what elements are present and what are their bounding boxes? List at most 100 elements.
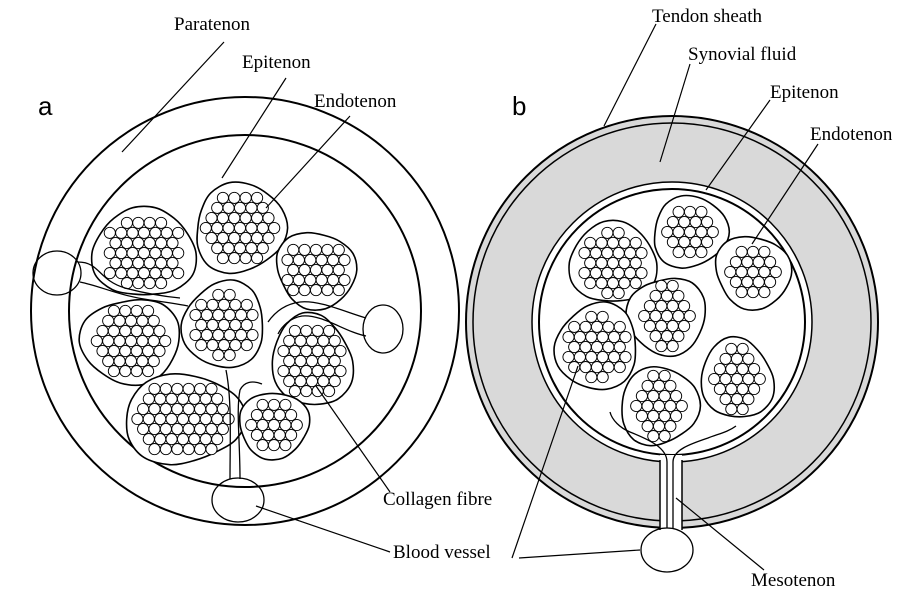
collagen-fibre <box>696 226 707 237</box>
leader-paratenon <box>122 42 224 152</box>
collagen-fibre <box>91 335 102 346</box>
collagen-fibre <box>602 227 613 238</box>
collagen-fibre <box>154 345 165 356</box>
collagen-fibre <box>324 365 335 376</box>
collagen-fibre <box>167 237 178 248</box>
collagen-fibre <box>324 386 335 397</box>
collagen-fibre <box>131 325 142 336</box>
collagen-fibre <box>172 423 183 434</box>
collagen-fibre <box>289 386 300 397</box>
collagen-fibre <box>726 363 737 374</box>
collagen-fibre <box>217 403 228 414</box>
collagen-fibre <box>137 335 148 346</box>
panel-a-letter: a <box>38 91 53 121</box>
collagen-fibre <box>252 192 263 203</box>
collagen-fibre <box>742 256 753 267</box>
collagen-fibre <box>656 280 667 291</box>
collagen-fibre <box>590 247 601 258</box>
collagen-fibre <box>295 355 306 366</box>
collagen-fibre <box>230 319 241 330</box>
collagen-fibre <box>648 431 659 442</box>
collagen-fibre <box>609 351 620 362</box>
collagen-fibre <box>613 227 624 238</box>
collagen-fibre <box>759 287 770 298</box>
collagen-fibre <box>218 299 229 310</box>
collagen-fibre <box>743 394 754 405</box>
panel-a: a Paratenon Epitenon Endotenon Collagen … <box>31 14 492 563</box>
collagen-fibre <box>104 227 115 238</box>
collagen-fibre <box>280 440 291 451</box>
collagen-fibre <box>189 434 200 445</box>
collagen-fibre <box>103 315 114 326</box>
collagen-fibre <box>161 268 172 279</box>
collagen-fibre <box>671 390 682 401</box>
collagen-fibre <box>639 310 650 321</box>
collagen-fibre <box>183 383 194 394</box>
collagen-fibre <box>569 341 580 352</box>
collagen-fibre <box>619 278 630 289</box>
collagen-fibre <box>620 331 631 342</box>
collagen-fibre <box>212 413 223 424</box>
collagen-fibre <box>648 390 659 401</box>
collagen-fibre <box>310 285 321 296</box>
collagen-fibre <box>333 264 344 275</box>
collagen-fibre <box>642 380 653 391</box>
collagen-fibre <box>278 365 289 376</box>
collagen-fibre <box>636 390 647 401</box>
collagen-fibre <box>213 329 224 340</box>
collagen-fibre <box>286 429 297 440</box>
collagen-fibre <box>131 305 142 316</box>
collagen-fibre <box>301 345 312 356</box>
collagen-fibre <box>765 256 776 267</box>
label-paratenon: Paratenon <box>174 14 250 35</box>
collagen-fibre <box>131 366 142 377</box>
collagen-fibre <box>648 370 659 381</box>
collagen-fibre <box>586 372 597 383</box>
collagen-fibre <box>263 232 274 243</box>
collagen-fibre <box>653 400 664 411</box>
collagen-fibre <box>318 335 329 346</box>
collagen-fibre <box>177 413 188 424</box>
collagen-fibre <box>183 403 194 414</box>
collagen-fibre <box>278 345 289 356</box>
collagen-fibre <box>301 365 312 376</box>
collagen-fibre <box>673 226 684 237</box>
collagen-fibre <box>753 256 764 267</box>
collagen-fibre <box>312 345 323 356</box>
panel-a-fascicle <box>197 182 288 273</box>
collagen-fibre <box>144 278 155 289</box>
collagen-fibre <box>156 217 167 228</box>
label-epitenon-b: Epitenon <box>770 82 839 103</box>
collagen-fibre <box>720 353 731 364</box>
collagen-fibre <box>684 226 695 237</box>
collagen-fibre <box>747 287 758 298</box>
collagen-fibre <box>673 310 684 321</box>
collagen-fibre <box>212 393 223 404</box>
collagen-fibre <box>133 237 144 248</box>
collagen-fibre <box>149 383 160 394</box>
collagen-fibre <box>149 444 160 455</box>
collagen-fibre <box>166 393 177 404</box>
collagen-fibre <box>286 409 297 420</box>
collagen-fibre <box>223 243 234 254</box>
collagen-fibre <box>155 413 166 424</box>
collagen-fibre <box>661 310 672 321</box>
panel-a-fascicle <box>272 312 353 404</box>
collagen-fibre <box>586 331 597 342</box>
collagen-fibre <box>312 365 323 376</box>
collagen-fibre <box>240 232 251 243</box>
collagen-fibre <box>223 202 234 213</box>
label-collagen-fibre: Collagen fibre <box>383 489 492 510</box>
collagen-fibre <box>114 356 125 367</box>
collagen-fibre <box>121 237 132 248</box>
collagen-fibre <box>241 319 252 330</box>
leader-epitenon-a <box>222 78 286 178</box>
collagen-fibre <box>241 299 252 310</box>
collagen-fibre <box>114 335 125 346</box>
collagen-fibre <box>161 227 172 238</box>
collagen-fibre <box>316 274 327 285</box>
collagen-fibre <box>138 227 149 238</box>
collagen-fibre <box>127 227 138 238</box>
collagen-fibre <box>736 246 747 257</box>
collagen-fibre <box>282 254 293 265</box>
